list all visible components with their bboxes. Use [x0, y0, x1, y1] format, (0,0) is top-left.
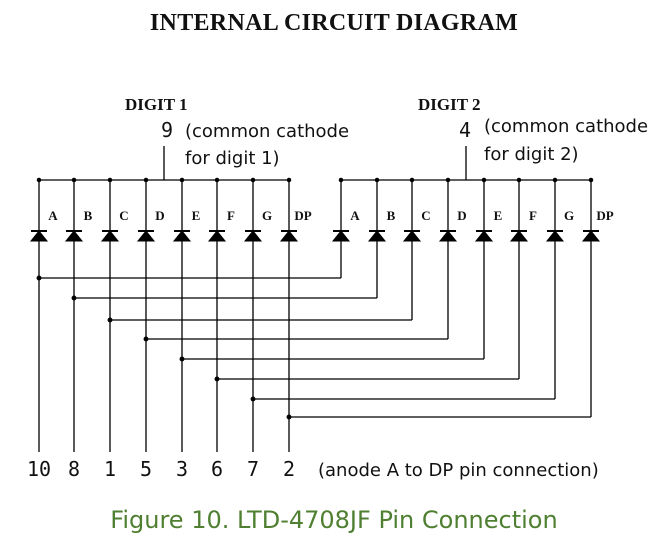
tie-junction [107, 317, 113, 323]
diodes [29, 230, 601, 242]
diode-digit1-e [172, 230, 192, 242]
diode-digit2-e [474, 230, 494, 242]
diode-digit2-g [545, 230, 565, 242]
segment-label-digit2-d: D [457, 208, 466, 223]
tie-junction [286, 414, 292, 420]
segment-label-digit1-g: G [262, 208, 272, 223]
tie-junction [214, 376, 220, 382]
segment-label-digit1-dp: DP [294, 208, 311, 223]
segment-label-digit1-e: E [192, 208, 201, 223]
anode-pin-label-c: 1 [104, 457, 116, 481]
digit-2-label: DIGIT 2 [418, 95, 481, 114]
digit-2-note-line1: (common cathode [484, 116, 648, 137]
digit-1-note-line1: (common cathode [185, 121, 349, 142]
segment-label-digit2-e: E [494, 208, 503, 223]
diode-digit2-b [367, 230, 387, 242]
segment-label-digit2-a: A [350, 208, 360, 223]
digit-2-pin-number: 4 [459, 118, 471, 142]
segment-label-digit2-dp: DP [596, 208, 613, 223]
digit-1-note-line2: for digit 1) [185, 148, 280, 169]
diode-digit2-d [438, 230, 458, 242]
digit-1-label: DIGIT 1 [125, 95, 188, 114]
tie-junction [71, 295, 77, 301]
anode-pin-label-d: 5 [140, 457, 152, 481]
diode-digit2-f [509, 230, 529, 242]
figure-caption: Figure 10. LTD-4708JF Pin Connection [110, 506, 558, 534]
segment-label-digit1-a: A [48, 208, 58, 223]
segment-labels: A B C D E F G DP A B C D E F G DP [48, 208, 613, 223]
diode-digit2-a [331, 230, 351, 242]
diagram-title: INTERNAL CIRCUIT DIAGRAM [149, 10, 519, 36]
anode-pin-label-f: 6 [211, 457, 223, 481]
anode-pin-label-g: 7 [247, 457, 259, 481]
anode-pin-label-e: 3 [176, 457, 188, 481]
diode-digit1-a [29, 230, 49, 242]
tie-junction [179, 356, 185, 362]
diode-digit1-b [64, 230, 84, 242]
tie-junction [143, 336, 149, 342]
segment-label-digit2-c: C [421, 208, 430, 223]
diode-digit2-dp [581, 230, 601, 242]
digit-2-note-line2: for digit 2) [484, 144, 579, 165]
segment-label-digit1-b: B [84, 208, 93, 223]
segment-label-digit1-d: D [155, 208, 164, 223]
diode-digit1-g [243, 230, 263, 242]
diode-digit1-f [207, 230, 227, 242]
digit-1-pin-number: 9 [161, 118, 173, 142]
anode-note: (anode A to DP pin connection) [318, 460, 599, 481]
tie-junction [250, 396, 256, 402]
tie-junction [36, 275, 42, 281]
anode-pin-label-b: 8 [68, 457, 80, 481]
diode-digit1-c [100, 230, 120, 242]
segment-label-digit2-b: B [387, 208, 396, 223]
anode-pin-label-a: 10 [27, 457, 51, 481]
diode-digit1-d [136, 230, 156, 242]
anode-pin-label-dp: 2 [283, 457, 295, 481]
segment-label-digit2-g: G [564, 208, 574, 223]
segment-label-digit2-f: F [529, 208, 537, 223]
segment-label-digit1-f: F [227, 208, 235, 223]
diode-digit1-dp [279, 230, 299, 242]
segment-label-digit1-c: C [119, 208, 128, 223]
wiring [36, 146, 594, 452]
diode-digit2-c [402, 230, 422, 242]
